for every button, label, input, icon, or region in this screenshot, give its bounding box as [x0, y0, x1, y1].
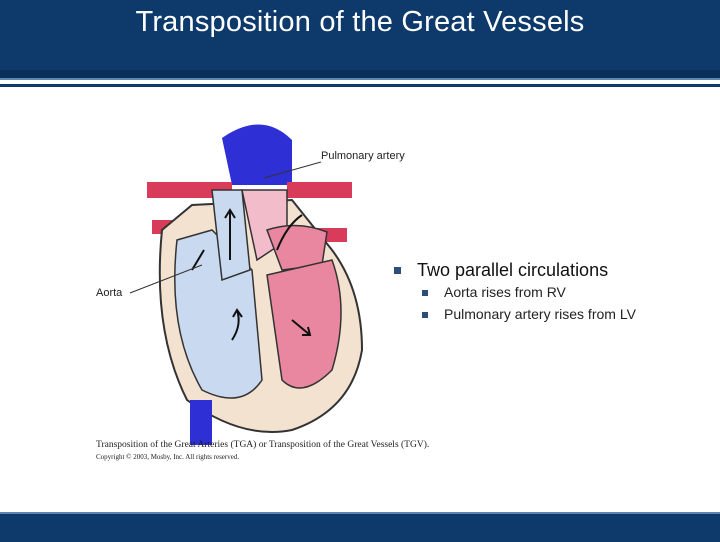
bullet-sub-1: Aorta rises from RV: [392, 284, 636, 306]
bullet-list: Two parallel circulations Aorta rises fr…: [392, 260, 636, 328]
copyright-text: Copyright © 2003, Mosby, Inc. All rights…: [96, 453, 240, 461]
left-atrium: [266, 224, 328, 271]
inferior-vena-cava: [190, 400, 212, 445]
left-ventricle: [266, 259, 342, 389]
aorta-leader: [129, 264, 203, 294]
caption-text: Transposition of the Great Arteries (TGA…: [96, 440, 430, 450]
bullet-sub-text: Pulmonary artery rises from LV: [444, 306, 636, 322]
flow-arrows: [191, 208, 312, 341]
pulmonary-artery-label: Pulmonary artery: [321, 150, 405, 162]
slide-title: Transposition of the Great Vessels: [135, 6, 585, 38]
pulmonary-branch-upper-right: [287, 182, 352, 198]
pulmonary-branch-upper-left: [147, 182, 232, 198]
heart-diagram: [129, 124, 364, 445]
bullet-sub-2: Pulmonary artery rises from LV: [392, 306, 636, 328]
pulmonary-artery-leader: [263, 161, 322, 179]
bullet-main-text: Two parallel circulations: [417, 260, 609, 280]
bullet-square-icon: [422, 290, 428, 296]
header-bar: Transposition of the Great Vessels: [0, 0, 720, 80]
bullet-main: Two parallel circulations: [392, 260, 636, 284]
figure-caption: Transposition of the Great Arteries (TGA…: [96, 440, 429, 461]
bullet-square-icon: [394, 267, 401, 274]
footer-bar: [0, 512, 720, 542]
aorta-label: Aorta: [96, 287, 123, 299]
aortic-arch: [222, 124, 292, 185]
bullet-square-icon: [422, 312, 428, 318]
header-divider: [0, 84, 720, 87]
bullet-sub-text: Aorta rises from RV: [444, 284, 566, 300]
